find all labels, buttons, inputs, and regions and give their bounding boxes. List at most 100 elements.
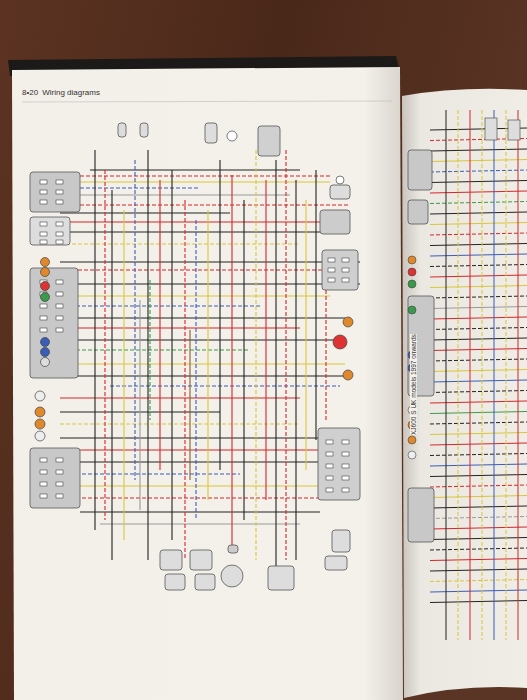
wire bbox=[430, 160, 527, 162]
wire bbox=[430, 464, 527, 466]
wire bbox=[430, 401, 527, 403]
connector-pin bbox=[56, 458, 63, 462]
component-housing bbox=[258, 126, 280, 156]
wire bbox=[430, 506, 527, 508]
wire bbox=[430, 254, 527, 256]
bulb-symbol bbox=[35, 391, 45, 401]
wire bbox=[80, 511, 320, 512]
connector-pin bbox=[40, 304, 47, 308]
connector-pin bbox=[342, 476, 349, 480]
wire bbox=[482, 110, 483, 640]
wire bbox=[243, 200, 244, 520]
wire bbox=[430, 548, 527, 550]
section-title: Wiring diagrams bbox=[42, 88, 100, 97]
wire bbox=[430, 286, 527, 288]
section-title-wrap: Wiring diagrams bbox=[42, 88, 100, 97]
bulb-symbol bbox=[408, 451, 416, 459]
wire bbox=[430, 590, 527, 592]
connector-pin bbox=[56, 494, 63, 498]
bulb-symbol bbox=[35, 419, 45, 429]
connector-pin bbox=[56, 280, 63, 284]
connector-pin bbox=[40, 232, 47, 236]
wire bbox=[430, 359, 527, 361]
component-housing bbox=[408, 150, 432, 190]
right-page bbox=[402, 89, 527, 698]
component-housing bbox=[30, 172, 80, 212]
component-housing bbox=[332, 530, 350, 552]
wire bbox=[430, 517, 527, 519]
wire bbox=[219, 160, 220, 470]
connector-pin bbox=[40, 180, 47, 184]
component-housing bbox=[408, 488, 434, 542]
left-page bbox=[12, 67, 403, 700]
wire bbox=[171, 170, 172, 540]
connector-pin bbox=[56, 200, 63, 204]
bulb-symbol bbox=[333, 335, 347, 349]
wire bbox=[60, 363, 345, 364]
connector-pin bbox=[40, 240, 47, 244]
wire bbox=[80, 449, 320, 450]
component-housing bbox=[118, 123, 126, 137]
wire bbox=[159, 180, 160, 470]
wire bbox=[430, 422, 527, 424]
component-housing bbox=[228, 545, 238, 553]
wire bbox=[458, 110, 459, 640]
wire bbox=[506, 110, 507, 640]
component-housing bbox=[30, 268, 78, 378]
bulb-symbol bbox=[41, 282, 50, 291]
connector-pin bbox=[326, 476, 333, 480]
wire bbox=[275, 160, 276, 570]
wire bbox=[70, 485, 320, 486]
wire bbox=[60, 397, 300, 398]
bulb-symbol bbox=[336, 176, 344, 184]
wire bbox=[430, 181, 527, 183]
component-housing bbox=[190, 550, 212, 570]
bulb-symbol bbox=[41, 258, 50, 267]
component-housing bbox=[408, 200, 428, 224]
wire bbox=[430, 496, 527, 498]
wire bbox=[231, 175, 232, 545]
wire bbox=[430, 580, 527, 582]
component-housing bbox=[165, 574, 185, 590]
component-housing bbox=[195, 574, 215, 590]
component-housing bbox=[330, 185, 350, 199]
wire bbox=[430, 527, 527, 529]
wire bbox=[60, 375, 345, 376]
wire bbox=[430, 223, 527, 225]
bulb-symbol bbox=[343, 317, 353, 327]
connector-pin bbox=[342, 464, 349, 468]
bulb-symbol bbox=[408, 436, 416, 444]
connector-pin bbox=[56, 190, 63, 194]
wire bbox=[90, 169, 300, 170]
connector-pin bbox=[40, 328, 47, 332]
wire bbox=[430, 307, 527, 309]
wire bbox=[430, 454, 527, 456]
connector-pin bbox=[326, 440, 333, 444]
connector-pin bbox=[326, 488, 333, 492]
connector-pin bbox=[328, 278, 335, 282]
wire bbox=[430, 233, 527, 235]
wire bbox=[315, 170, 316, 440]
component-housing bbox=[30, 448, 80, 508]
wire bbox=[265, 180, 266, 500]
diagram-caption-wrap: XJ600 S UK models 1997 onwards bbox=[410, 335, 417, 436]
component-housing bbox=[325, 556, 347, 570]
bulb-symbol bbox=[221, 565, 243, 587]
wire bbox=[430, 202, 527, 204]
connector-pin bbox=[56, 180, 63, 184]
connector-pin bbox=[40, 190, 47, 194]
wire bbox=[430, 317, 527, 319]
bulb-symbol bbox=[343, 370, 353, 380]
wire bbox=[430, 349, 527, 351]
connector-pin bbox=[342, 488, 349, 492]
connector-pin bbox=[56, 316, 63, 320]
wire bbox=[195, 220, 196, 520]
bulb-symbol bbox=[408, 306, 416, 314]
wire bbox=[430, 475, 527, 477]
connector-pin bbox=[326, 452, 333, 456]
bulb-symbol bbox=[41, 358, 50, 367]
wire bbox=[100, 523, 300, 524]
bulb-symbol bbox=[41, 338, 50, 347]
component-housing bbox=[320, 210, 350, 234]
